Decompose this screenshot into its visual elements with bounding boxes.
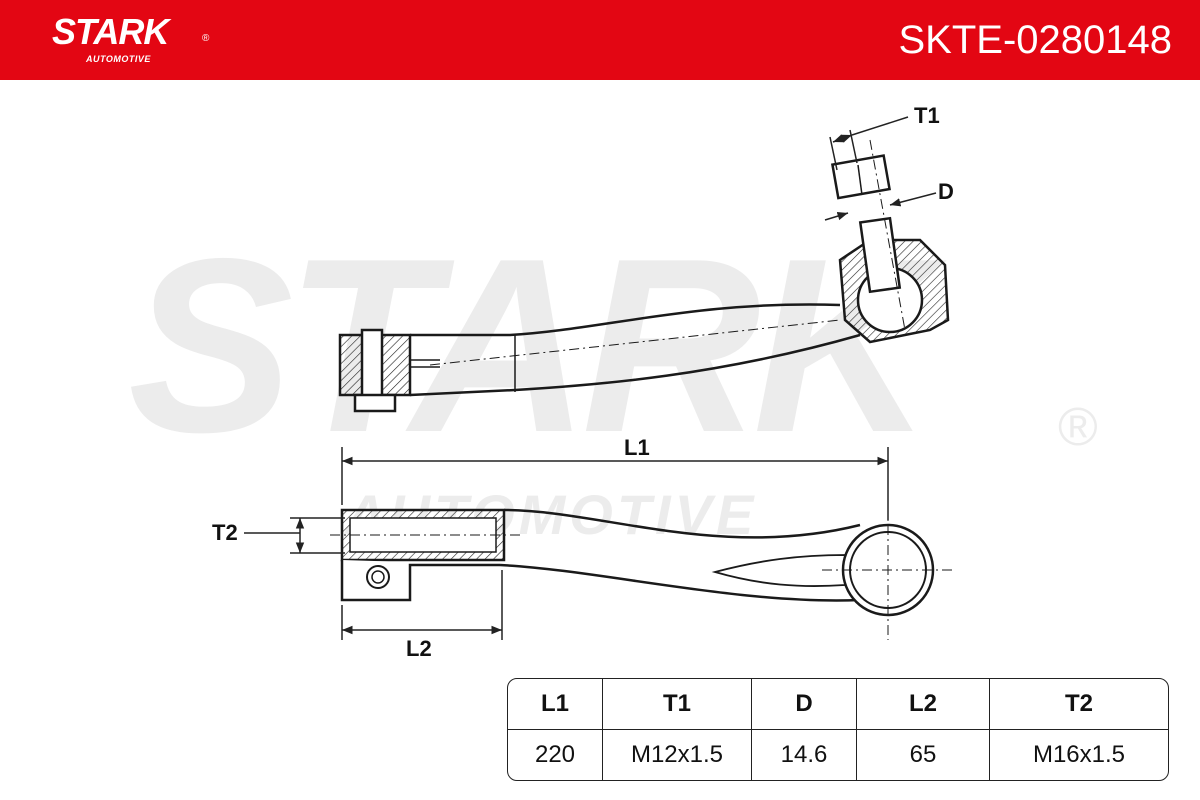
label-l1: L1 bbox=[624, 435, 650, 460]
spec-header-row: L1 T1 D L2 T2 bbox=[508, 679, 1168, 730]
side-arm-top bbox=[410, 303, 841, 337]
spec-value-d: 14.6 bbox=[752, 730, 857, 780]
label-t2: T2 bbox=[212, 520, 238, 545]
spec-header-l1: L1 bbox=[508, 679, 603, 730]
label-l2: L2 bbox=[406, 636, 432, 661]
side-view bbox=[338, 139, 950, 413]
label-d: D bbox=[938, 179, 954, 204]
article-code: SKTE-0280148 bbox=[898, 18, 1172, 62]
dimension-t2 bbox=[244, 517, 345, 554]
specification-table: L1 T1 D L2 T2 220 M12x1.5 14.6 65 M16x1.… bbox=[507, 678, 1169, 781]
top-arm-recess bbox=[711, 554, 846, 587]
logo-subtitle: AUTOMOTIVE bbox=[86, 54, 151, 64]
top-view bbox=[330, 505, 955, 640]
spec-value-t2: M16x1.5 bbox=[1032, 741, 1126, 768]
spec-header-t1: T1 bbox=[603, 679, 752, 730]
spec-value-l2: 65 bbox=[857, 730, 990, 780]
header-bar: STARK ® AUTOMOTIVE SKTE-0280148 bbox=[0, 0, 1200, 80]
dimension-t1-d bbox=[824, 116, 937, 221]
logo-registered-mark: ® bbox=[202, 33, 210, 44]
top-arm-lower bbox=[499, 563, 861, 602]
stark-logo: STARK ® AUTOMOTIVE bbox=[52, 10, 212, 70]
side-arm-bottom bbox=[409, 333, 861, 397]
spec-value-l1: 220 bbox=[508, 730, 603, 780]
side-bolt-head bbox=[353, 393, 397, 413]
logo-wordmark: STARK bbox=[52, 11, 169, 52]
top-clamp-lug bbox=[340, 560, 500, 602]
top-arm-upper bbox=[503, 508, 861, 539]
dimension-l1 bbox=[341, 447, 889, 520]
side-clamp-bolt bbox=[360, 328, 384, 402]
side-ball-stud bbox=[858, 216, 902, 294]
spec-header-l2: L2 bbox=[857, 679, 990, 730]
spec-value-row: 220 M12x1.5 14.6 65 M16x1.5 bbox=[508, 730, 1168, 780]
label-t1: T1 bbox=[914, 103, 940, 128]
spec-header-t2: T2 bbox=[990, 679, 1168, 730]
spec-header-d: D bbox=[752, 679, 857, 730]
spec-value-t1: M12x1.5 bbox=[603, 730, 752, 780]
top-clamp-hole bbox=[366, 565, 390, 589]
dimension-l2 bbox=[341, 570, 503, 640]
